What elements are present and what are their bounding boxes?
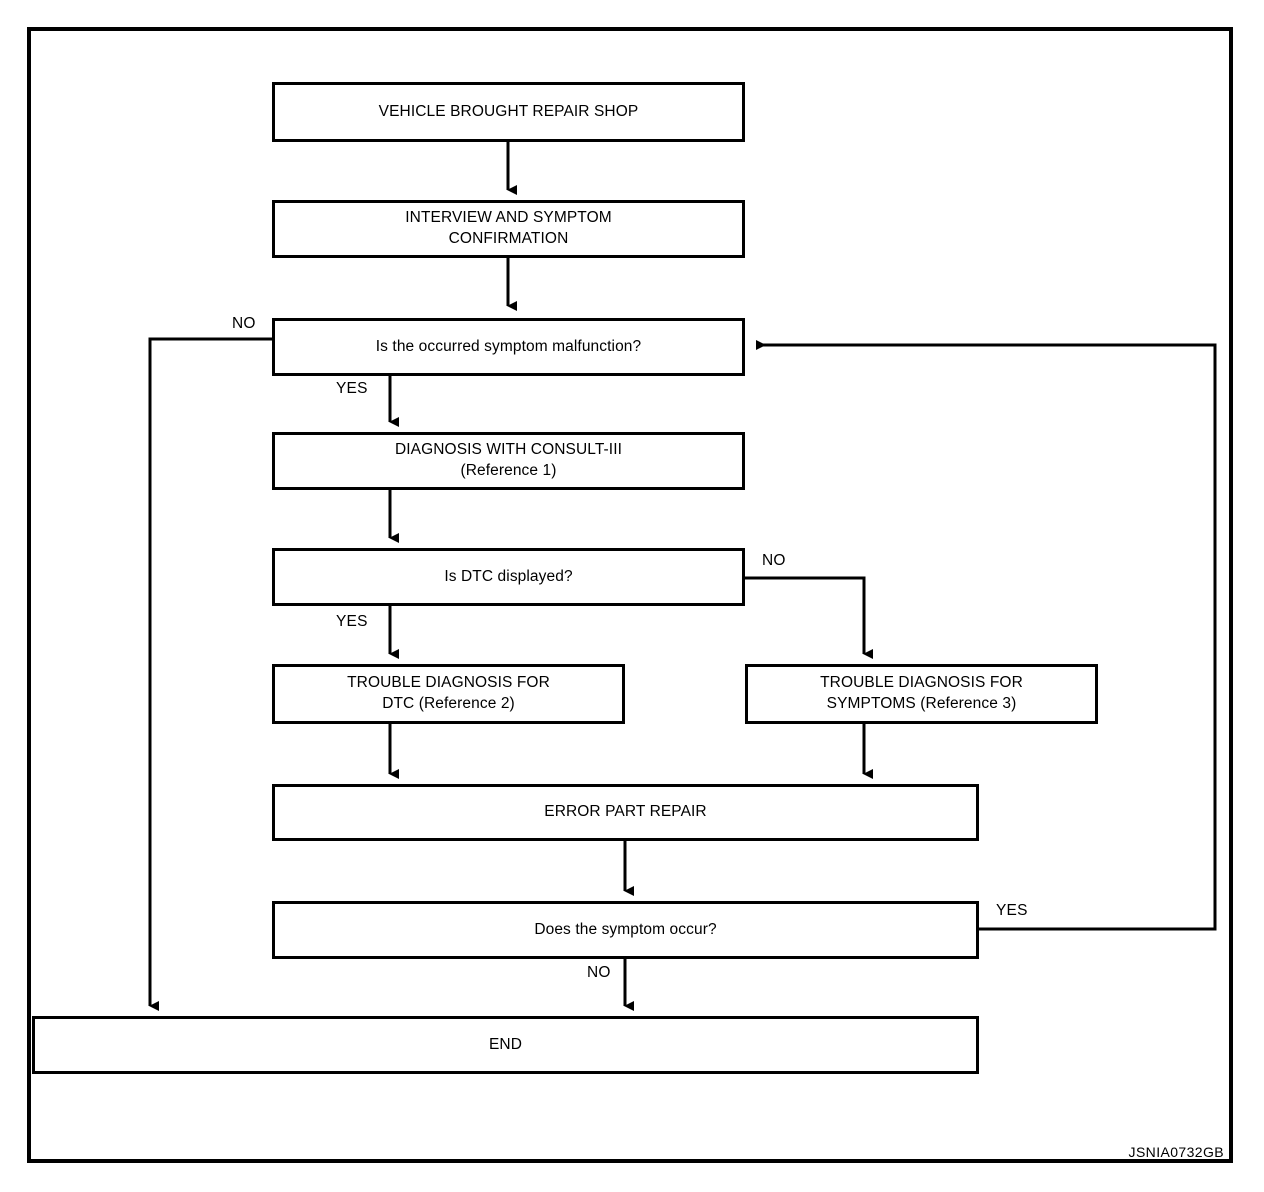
node-label: Is DTC displayed?: [444, 567, 573, 585]
node-label: TROUBLE DIAGNOSIS FOR DTC (Reference 2): [347, 674, 550, 712]
node-does-symptom-occur-decision[interactable]: Does the symptom occur?: [272, 901, 979, 959]
connector-symptom-yes-loopback: [756, 340, 1217, 931]
node-label: ERROR PART REPAIR: [544, 803, 707, 821]
node-trouble-diagnosis-for-dtc[interactable]: TROUBLE DIAGNOSIS FOR DTC (Reference 2): [272, 664, 625, 724]
connector-dtc-no-to-trouble-symptoms: [745, 576, 873, 659]
edge-label-malfunction-no: NO: [232, 315, 256, 332]
node-label: Does the symptom occur?: [534, 920, 717, 938]
edge-label-malfunction-yes: YES: [336, 380, 368, 397]
edge-label-symptom-yes: YES: [996, 902, 1028, 919]
node-trouble-diagnosis-for-symptoms[interactable]: TROUBLE DIAGNOSIS FOR SYMPTOMS (Referenc…: [745, 664, 1098, 724]
node-error-part-repair[interactable]: ERROR PART REPAIR: [272, 784, 979, 841]
node-interview-and-symptom-confirmation[interactable]: INTERVIEW AND SYMPTOM CONFIRMATION: [272, 200, 745, 258]
figure-reference-code: JSNIA0732GB: [1128, 1144, 1224, 1160]
node-label: VEHICLE BROUGHT REPAIR SHOP: [378, 102, 639, 120]
node-vehicle-brought-repair-shop[interactable]: VEHICLE BROUGHT REPAIR SHOP: [272, 82, 745, 142]
node-label: INTERVIEW AND SYMPTOM CONFIRMATION: [405, 209, 612, 247]
node-label: DIAGNOSIS WITH CONSULT-III (Reference 1): [394, 441, 623, 479]
node-is-symptom-malfunction-decision[interactable]: Is the occurred symptom malfunction?: [272, 318, 745, 376]
node-diagnosis-with-consult-iii[interactable]: DIAGNOSIS WITH CONSULT-III (Reference 1): [272, 432, 745, 490]
connector-malfunction-no-to-end: [148, 337, 272, 1011]
node-end[interactable]: END: [32, 1016, 979, 1074]
node-label: Is the occurred symptom malfunction?: [375, 337, 642, 355]
edge-label-symptom-no: NO: [587, 964, 611, 981]
node-label: END: [488, 1035, 523, 1053]
edge-label-dtc-no: NO: [762, 552, 786, 569]
diagram-border: [27, 27, 1233, 1163]
node-label: TROUBLE DIAGNOSIS FOR SYMPTOMS (Referenc…: [820, 674, 1023, 712]
edge-label-dtc-yes: YES: [336, 613, 368, 630]
node-is-dtc-displayed-decision[interactable]: Is DTC displayed?: [272, 548, 745, 606]
